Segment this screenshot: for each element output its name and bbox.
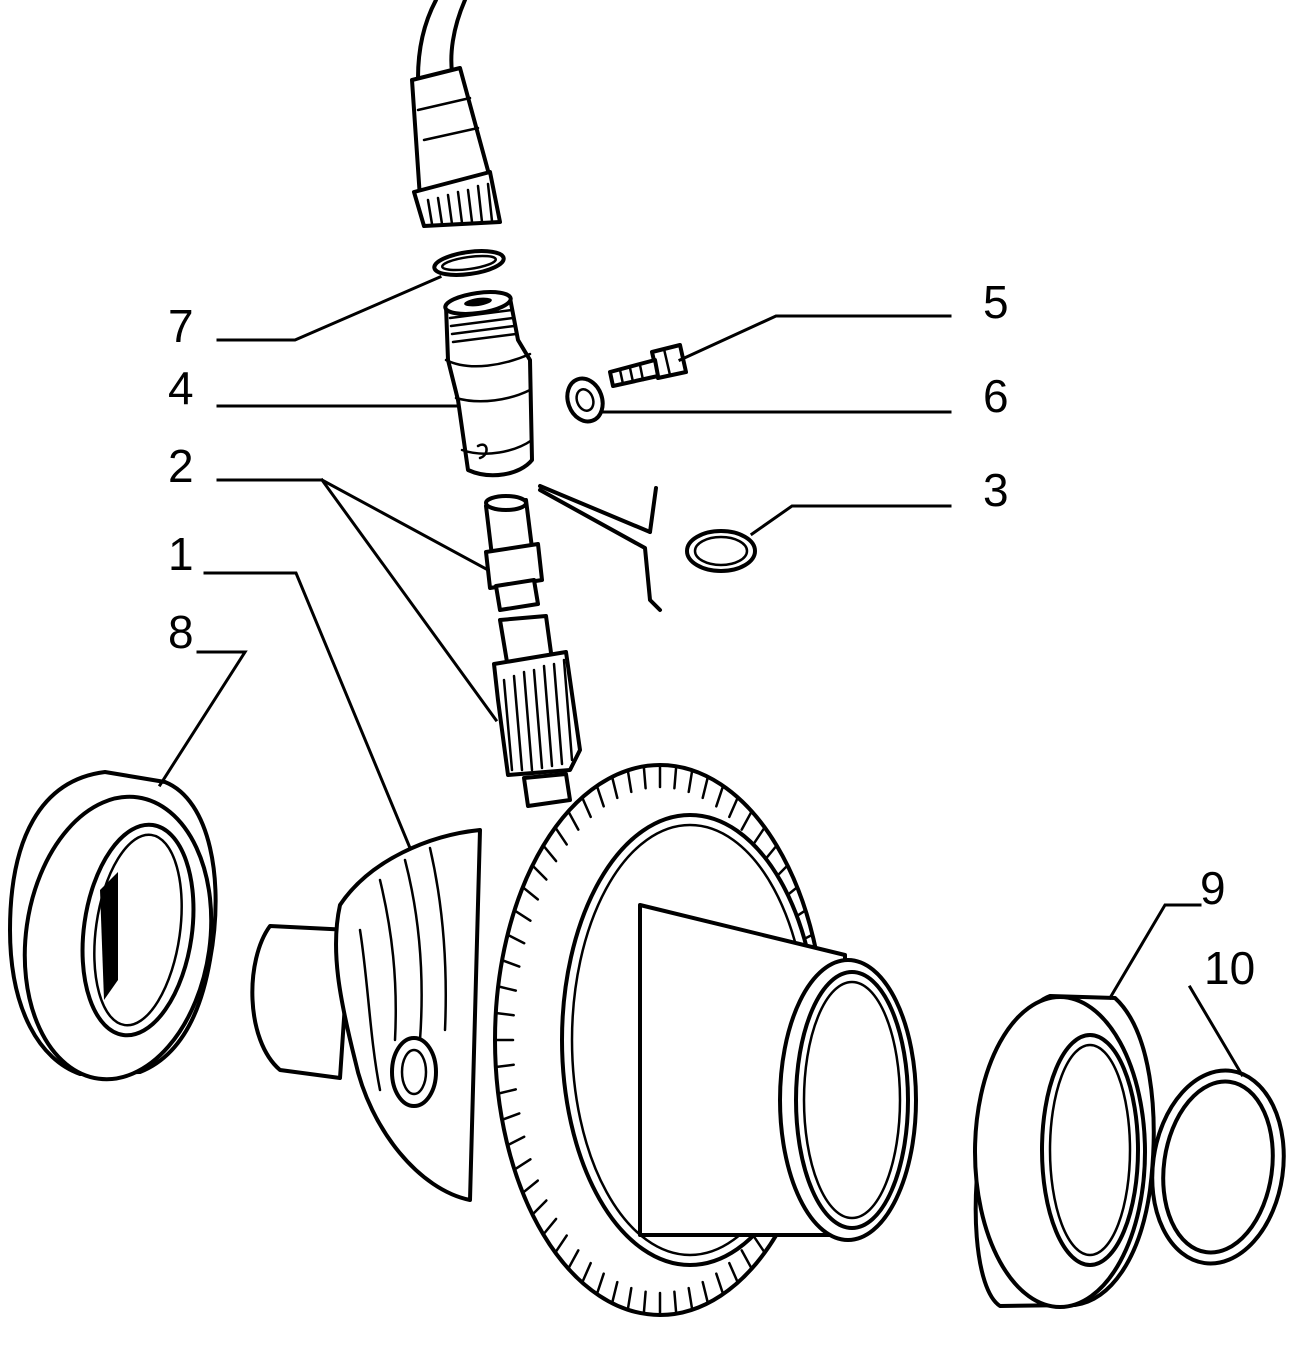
gear-tooth xyxy=(580,796,592,819)
leader-lines xyxy=(157,275,1245,1078)
gear-tooth xyxy=(595,1272,605,1296)
callout-7: 7 xyxy=(168,300,194,352)
bolt-part-5 xyxy=(608,343,688,388)
leader-9 xyxy=(1107,903,1202,1001)
gear-tooth xyxy=(513,909,532,922)
callout-6: 6 xyxy=(983,370,1009,422)
drive-housing-part-4 xyxy=(443,290,534,478)
gear-tooth xyxy=(752,826,766,846)
gear-tooth xyxy=(687,769,694,794)
bearing-part-8 xyxy=(8,770,218,1082)
gear-tooth xyxy=(521,885,540,901)
callout-4: 4 xyxy=(168,362,194,414)
gear-tooth xyxy=(673,765,678,790)
gear-tooth xyxy=(496,1088,518,1095)
leader-7 xyxy=(216,275,442,342)
differential-hub xyxy=(638,903,918,1242)
gear-tooth xyxy=(500,958,521,968)
gear-tooth xyxy=(673,1290,678,1315)
callout-10: 10 xyxy=(1204,942,1255,994)
gear-tooth xyxy=(728,1261,740,1284)
callout-1: 1 xyxy=(168,528,194,580)
leader-10 xyxy=(1187,984,1245,1078)
gear-tooth xyxy=(752,1234,766,1254)
gear-tooth xyxy=(554,826,568,846)
callout-labels: 7 4 2 1 8 5 6 3 9 10 xyxy=(168,276,1255,994)
bearing-part-9 xyxy=(973,994,1156,1309)
gear-tooth xyxy=(728,796,740,819)
gear-tooth xyxy=(513,1158,532,1171)
gear-tooth xyxy=(740,810,753,831)
gear-tooth xyxy=(610,775,619,800)
washer-part-6 xyxy=(565,376,605,424)
gear-tooth xyxy=(554,1234,568,1254)
gear-tooth xyxy=(595,784,605,808)
shim-ring-part-10 xyxy=(1150,1068,1286,1266)
gear-tooth xyxy=(542,844,558,863)
gear-tooth xyxy=(567,1249,580,1270)
leader-1 xyxy=(203,571,412,850)
differential-housing-part-1 xyxy=(250,828,482,1202)
gear-tooth xyxy=(610,1280,619,1305)
gear-tooth xyxy=(626,1286,633,1311)
gear-tooth xyxy=(496,985,518,992)
o-ring-part-3 xyxy=(685,529,757,573)
gear-tooth xyxy=(715,784,725,808)
gear-tooth xyxy=(531,864,548,881)
gear-tooth xyxy=(494,1063,515,1069)
gear-tooth xyxy=(687,1286,694,1311)
gear-tooth xyxy=(521,1179,540,1195)
bracket-lines xyxy=(538,484,662,612)
leader-3 xyxy=(749,504,952,537)
gear-tooth xyxy=(494,1011,515,1017)
gear-tooth xyxy=(701,1280,710,1305)
gear-tooth xyxy=(531,1199,548,1216)
gear-tooth xyxy=(701,775,710,800)
callout-3: 3 xyxy=(983,464,1009,516)
callout-9: 9 xyxy=(1200,862,1226,914)
gear-tooth xyxy=(715,1272,725,1296)
gear-tooth xyxy=(642,765,647,790)
gear-tooth xyxy=(740,1249,753,1270)
gear-tooth xyxy=(580,1261,592,1284)
gear-tooth xyxy=(567,810,580,831)
callout-2: 2 xyxy=(168,440,194,492)
callout-8: 8 xyxy=(168,606,194,658)
driven-gear-part-2 xyxy=(484,494,582,808)
leader-5 xyxy=(678,314,952,362)
o-ring-part-7 xyxy=(432,249,506,277)
gear-tooth xyxy=(506,1135,526,1147)
gear-tooth xyxy=(500,1112,521,1122)
gear-tooth xyxy=(626,769,633,794)
leader-8 xyxy=(157,650,248,788)
gear-tooth xyxy=(642,1290,647,1315)
callout-5: 5 xyxy=(983,276,1009,328)
gear-tooth xyxy=(506,933,526,945)
speedometer-cable xyxy=(410,0,502,228)
gear-tooth xyxy=(542,1217,558,1236)
